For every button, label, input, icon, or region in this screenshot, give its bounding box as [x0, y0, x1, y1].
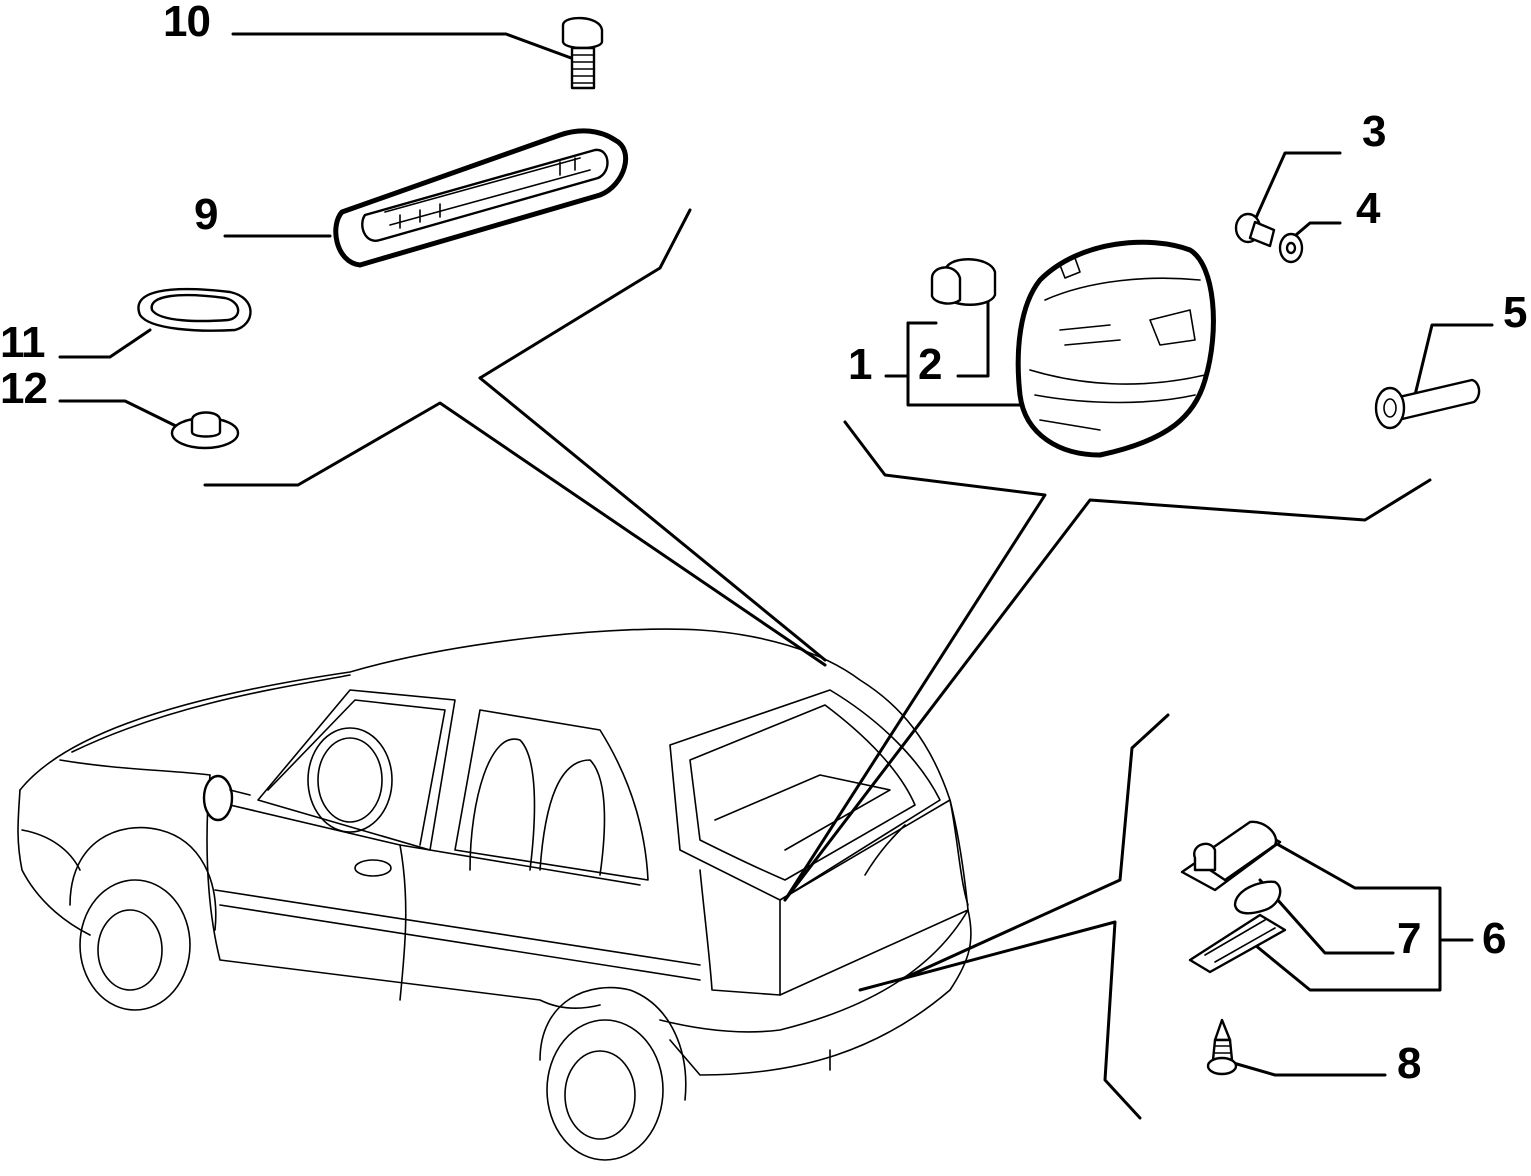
callout-7: 7 [1397, 914, 1422, 963]
part-5-pin-icon [1374, 378, 1481, 430]
callout-3: 3 [1362, 107, 1387, 156]
part-11-gasket-icon [137, 287, 252, 332]
callout-5: 5 [1503, 288, 1528, 337]
part-9-brake-light-icon [333, 128, 629, 268]
part-1-tail-lamp-icon [1015, 239, 1216, 458]
callout-11: 11 [0, 318, 46, 367]
part-3-screw-icon [1234, 212, 1276, 248]
part-2-bulb-icon [930, 258, 997, 306]
part-10-bolt-icon [561, 16, 604, 90]
leader-lines [58, 32, 1494, 1120]
callout-8: 8 [1397, 1039, 1422, 1088]
callout-6: 6 [1482, 914, 1507, 963]
part-4-washer-icon [1278, 232, 1304, 264]
car-illustration [17, 628, 972, 1161]
callout-4: 4 [1356, 184, 1381, 233]
part-6-plate-lamp-icon [1180, 820, 1282, 892]
callout-1: 1 [848, 340, 873, 389]
callout-10: 10 [163, 0, 211, 46]
callout-2: 2 [918, 340, 943, 389]
part-7-lens-icon [1188, 880, 1287, 974]
callout-9: 9 [194, 190, 219, 239]
part-12-grommet-icon [170, 411, 240, 450]
callout-12: 12 [0, 364, 48, 413]
part-8-screw-icon [1206, 1018, 1238, 1076]
